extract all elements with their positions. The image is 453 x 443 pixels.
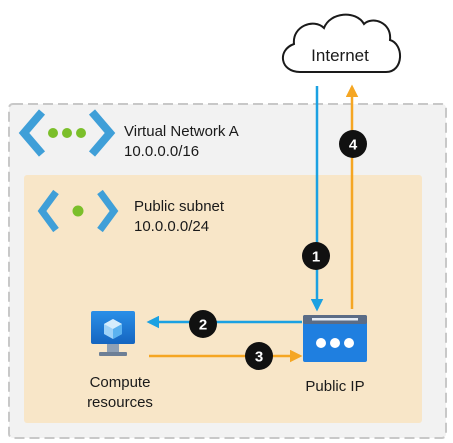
step-badge-3: 3 [245, 342, 273, 370]
subnet-cidr: 10.0.0.0/24 [134, 218, 210, 235]
step-badge-4: 4 [339, 130, 367, 158]
subnet-name: Public subnet [134, 198, 225, 215]
public-ip-label: Public IP [305, 378, 365, 395]
compute-label-line1: Compute [89, 374, 151, 391]
internet-label: Internet [311, 46, 369, 65]
step-number-2: 2 [199, 317, 207, 334]
compute-monitor-icon [91, 311, 135, 356]
vnet-icon [18, 109, 116, 157]
internet-cloud [282, 13, 401, 73]
public-ip-icon [303, 315, 367, 362]
step-number-1: 1 [312, 249, 320, 266]
vnet-name: Virtual Network A [124, 123, 239, 140]
step-number-4: 4 [349, 137, 358, 154]
subnet-icon [37, 189, 119, 233]
compute-label-line2: resources [87, 394, 153, 411]
vnet-cidr: 10.0.0.0/16 [124, 143, 200, 160]
step-badge-1: 1 [302, 242, 330, 270]
step-badge-2: 2 [189, 310, 217, 338]
step-number-3: 3 [255, 349, 263, 366]
